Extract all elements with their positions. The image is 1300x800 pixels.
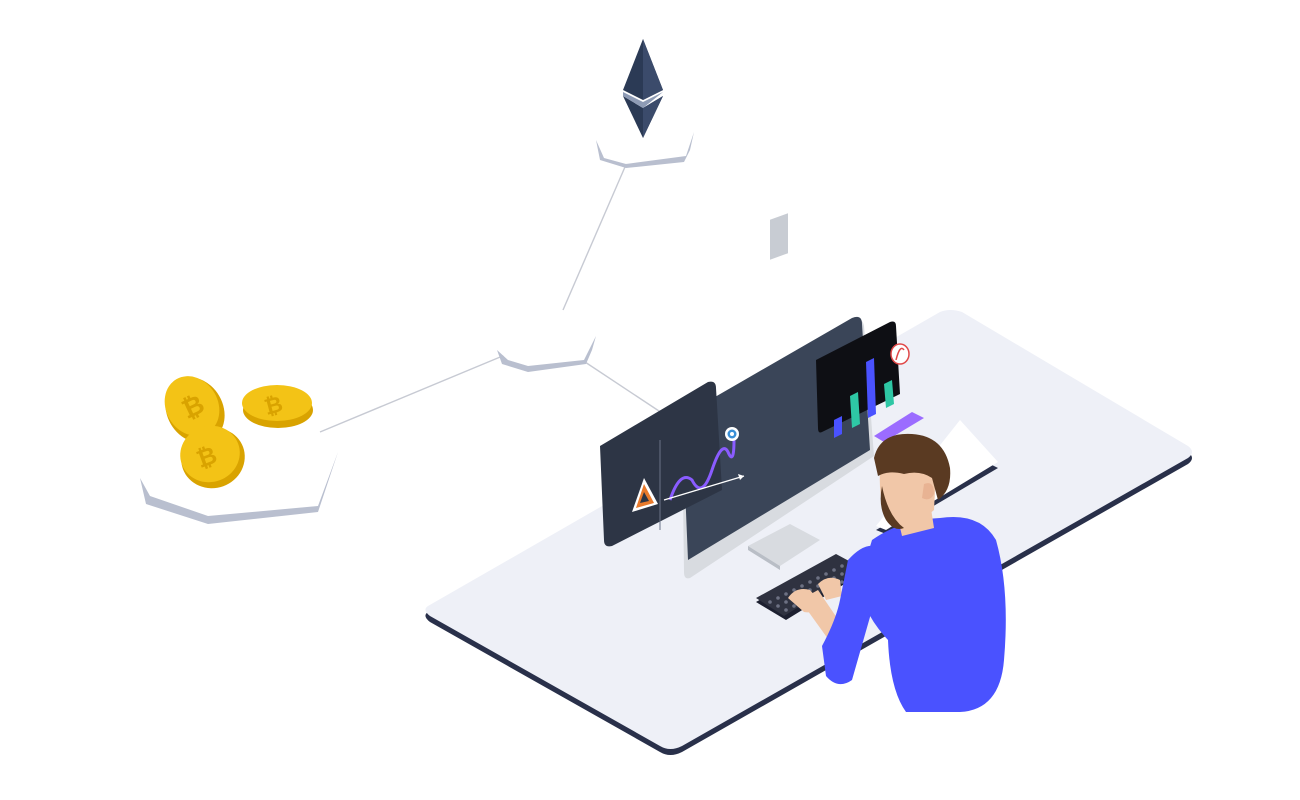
bitcoin-coin-icon: ₿ xyxy=(242,385,313,428)
bitcoin-coin-icon: ₿ xyxy=(164,376,225,443)
warning-triangle-icon xyxy=(632,478,658,512)
connector-right xyxy=(584,361,666,416)
ear xyxy=(922,483,934,500)
ethereum-platform xyxy=(596,126,694,168)
bar-chart-icon xyxy=(834,358,894,438)
ethereum-icon xyxy=(623,39,663,138)
connector-left xyxy=(319,354,506,433)
middle-hex-platform xyxy=(497,330,596,372)
shirt xyxy=(860,516,1006,712)
network-connectors xyxy=(319,159,666,433)
monitor-stand xyxy=(748,213,820,570)
right-hand xyxy=(818,577,842,600)
connector-top xyxy=(562,159,629,311)
alert-ring-icon xyxy=(890,343,910,365)
bitcoin-coin-icon: ₿ xyxy=(180,425,245,489)
hair xyxy=(874,433,951,500)
shirt-arm xyxy=(822,545,880,685)
beard xyxy=(880,486,904,529)
wave-chart-panel xyxy=(600,381,745,547)
person xyxy=(788,433,1006,712)
bar-chart-panel xyxy=(816,321,910,438)
wave-chart-icon xyxy=(663,427,745,501)
svg-text:₿: ₿ xyxy=(262,392,286,421)
purple-tab xyxy=(874,412,924,442)
